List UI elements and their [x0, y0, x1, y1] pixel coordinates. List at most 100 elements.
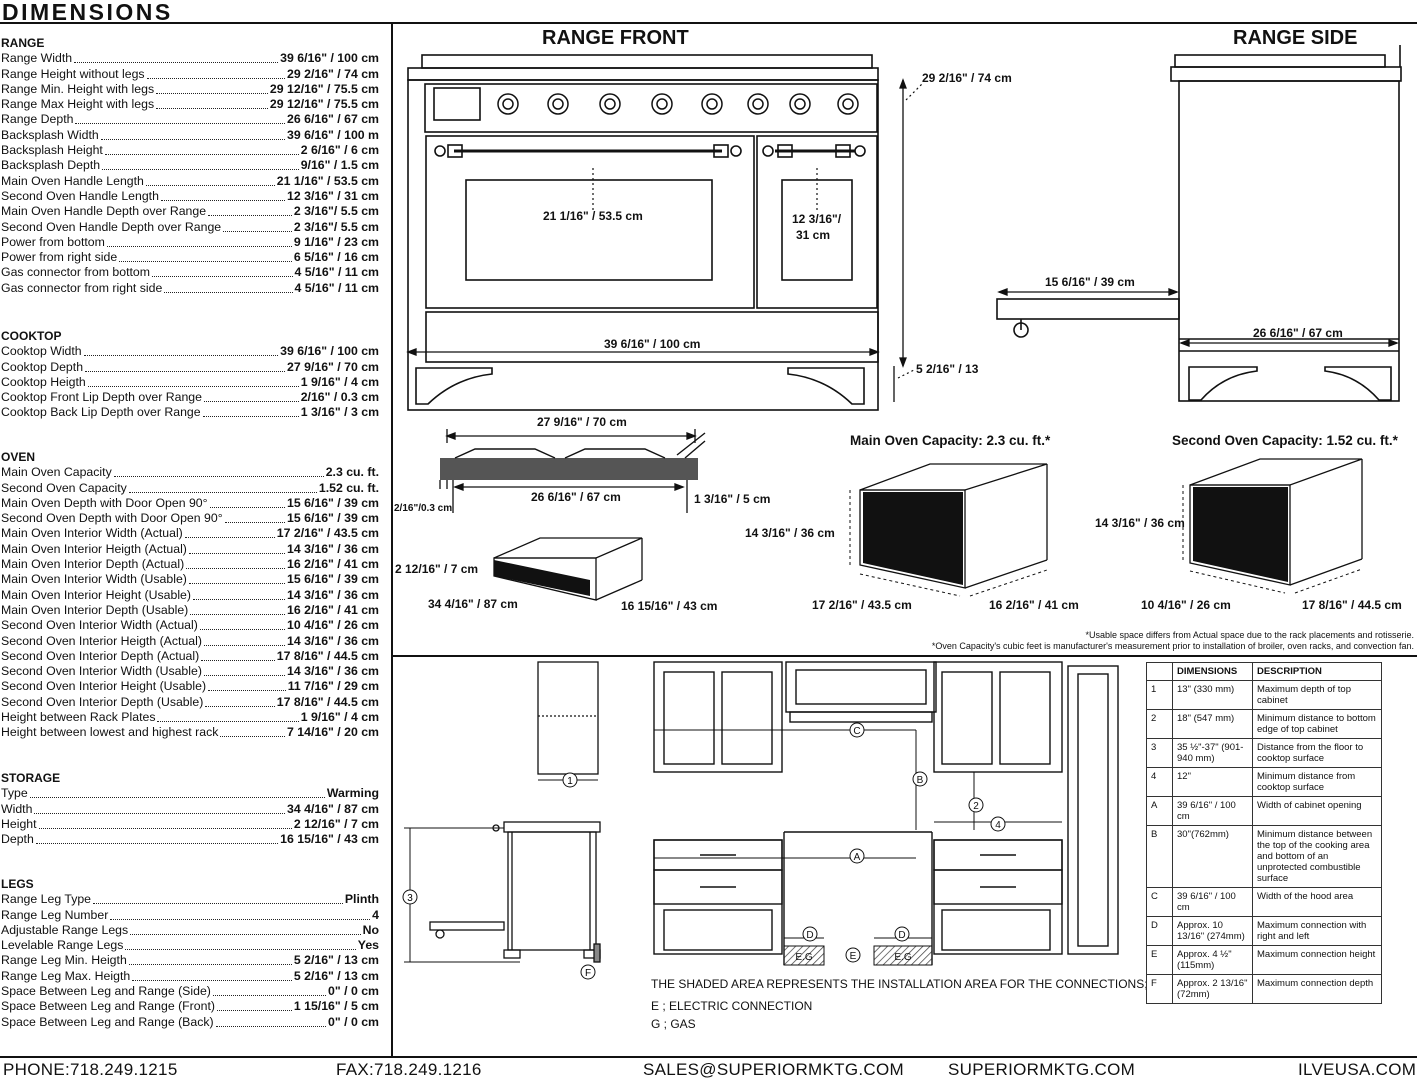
spec-row: Space Between Leg and Range (Back)0" / 0…: [1, 1014, 379, 1029]
spec-value: 26 6/16" / 67 cm: [287, 112, 379, 127]
cooktop-drawing: [439, 429, 706, 513]
spec-leader-dots: [205, 705, 275, 707]
spec-value: 2 3/16"/ 5.5 cm: [293, 204, 379, 219]
table-cell-description: Minimum distance between the top of the …: [1252, 825, 1382, 888]
shaded-area-note: THE SHADED AREA REPRESENTS THE INSTALLAT…: [651, 977, 1148, 991]
main-oven-width-label: 17 2/16" / 43.5 cm: [812, 598, 912, 612]
table-cell-index: B: [1146, 825, 1173, 888]
spec-value: 1 9/16" / 4 cm: [300, 710, 379, 725]
spec-label: Width: [1, 801, 33, 816]
spec-label: Range Max Height with legs: [1, 97, 155, 112]
usable-space-note: *Usable space differs from Actual space …: [1085, 630, 1414, 640]
spec-leader-dots: [100, 138, 286, 140]
table-cell-dimension: Approx. 4 ½" (115mm): [1172, 945, 1253, 975]
gas-connection-note: G ; GAS: [651, 1017, 696, 1031]
spec-label: Cooktop Back Lip Depth over Range: [1, 405, 201, 420]
spec-leader-dots: [102, 169, 299, 171]
table-cell-index: D: [1146, 916, 1173, 946]
spec-leader-dots: [132, 979, 292, 981]
table-cell-index: A: [1146, 796, 1173, 826]
marker-c: C: [853, 726, 860, 737]
spec-value: 1 9/16" / 4 cm: [300, 374, 379, 389]
spec-label: Second Oven Capacity: [1, 480, 127, 495]
spec-value: 16 2/16" / 41 cm: [287, 557, 379, 572]
spec-leader-dots: [156, 108, 268, 110]
spec-value: 15 6/16" / 39 cm: [287, 572, 379, 587]
spec-leader-dots: [83, 355, 279, 357]
footer-rule: [0, 1056, 1417, 1058]
spec-value: 39 6/16" / 100 cm: [280, 51, 379, 66]
spec-label: Second Oven Handle Length: [1, 188, 159, 203]
spec-label: Second Oven Interior Width (Actual): [1, 618, 198, 633]
spec-leader-dots: [186, 568, 286, 570]
spec-leader-dots: [130, 933, 361, 935]
table-cell-description: Width of the hood area: [1252, 887, 1382, 917]
spec-value: 4 5/16" / 11 cm: [294, 265, 379, 280]
spec-row: Second Oven Interior Heigth (Actual)14 3…: [1, 633, 379, 648]
spec-label: Range Leg Max. Heigth: [1, 968, 131, 983]
spec-value: 9/16" / 1.5 cm: [300, 158, 379, 173]
spec-row: Second Oven Interior Depth (Actual)17 8/…: [1, 649, 379, 664]
table-header-dimensions: DIMENSIONS: [1172, 662, 1253, 681]
spec-value: 2 6/16" / 6 cm: [300, 143, 379, 158]
footer-email[interactable]: SALES@SUPERIORMKTG.COM: [643, 1060, 904, 1079]
spec-value: 1 15/16" / 5 cm: [293, 999, 379, 1014]
spec-value: 0" / 0 cm: [328, 1014, 379, 1029]
spec-label: Backsplash Depth: [1, 158, 101, 173]
spec-leader-dots: [216, 1010, 292, 1012]
table-cell-dimension: 35 ½"-37" (901-940 mm): [1172, 738, 1253, 768]
column-divider: [391, 23, 393, 1056]
second-oven-width-label: 10 4/16" / 26 cm: [1141, 598, 1231, 612]
spec-value: 39 6/16" / 100 m: [287, 127, 379, 142]
side-depth-label: 26 6/16" / 67 cm: [1253, 326, 1343, 340]
spec-leader-dots: [93, 903, 343, 905]
spec-leader-dots: [29, 797, 325, 799]
second-oven-capacity-title: Second Oven Capacity: 1.52 cu. ft.*: [1172, 433, 1398, 448]
spec-leader-dots: [223, 230, 292, 232]
spec-row: Second Oven Interior Width (Usable)14 3/…: [1, 664, 379, 679]
spec-label: Range Depth: [1, 112, 74, 127]
spec-leader-dots: [75, 123, 286, 125]
spec-value: 14 3/16" / 36 cm: [287, 587, 379, 602]
spec-label: Range Height without legs: [1, 66, 145, 81]
oven-heading: OVEN: [1, 450, 36, 464]
spec-leader-dots: [119, 261, 292, 263]
table-cell-dimension: Approx. 10 13/16" (274mm): [1172, 916, 1253, 946]
page-title: DIMENSIONS: [2, 0, 173, 25]
spec-leader-dots: [128, 964, 292, 966]
spec-row: Second Oven Interior Width (Actual)10 4/…: [1, 618, 379, 633]
table-cell-dimension: 39 6/16" / 100 cm: [1172, 887, 1253, 917]
footer-brand-website[interactable]: ILVEUSA.COM: [1298, 1060, 1417, 1079]
spec-label: Second Oven Interior Depth (Actual): [1, 648, 200, 663]
spec-leader-dots: [152, 276, 293, 278]
table-cell-index: 3: [1146, 738, 1173, 768]
spec-label: Cooktop Heigth: [1, 374, 86, 389]
spec-leader-dots: [215, 1025, 327, 1027]
spec-label: Power from right side: [1, 250, 118, 265]
spec-value: 17 2/16" / 43.5 cm: [276, 526, 379, 541]
spec-leader-dots: [146, 77, 286, 79]
spec-value: 39 6/16" / 100 cm: [280, 344, 379, 359]
cooktop-front-lip-label: 2/16"/0.3 cm: [394, 503, 453, 514]
spec-label: Main Oven Interior Depth (Usable): [1, 602, 189, 617]
spec-label: Second Oven Interior Depth (Usable): [1, 694, 204, 709]
title-rule: [0, 22, 1417, 24]
spec-leader-dots: [188, 552, 286, 554]
spec-row: Main Oven Interior Width (Actual)17 2/16…: [1, 526, 379, 541]
footer-website[interactable]: SUPERIORMKTG.COM: [948, 1060, 1136, 1079]
spec-label: Range Min. Height with legs: [1, 81, 155, 96]
footer-fax: FAX:718.249.1216: [336, 1060, 482, 1079]
cooktop-heading: COOKTOP: [1, 329, 62, 343]
marker-b: B: [917, 775, 924, 786]
